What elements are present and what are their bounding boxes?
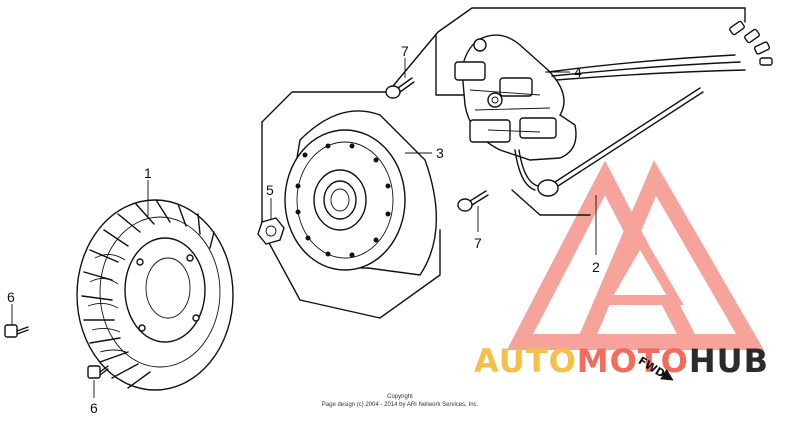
nut-5-part (257, 217, 285, 245)
arrow-right-icon (660, 369, 674, 381)
bolt-6-bottom-part (87, 365, 109, 379)
watermark-logo-icon (506, 160, 764, 350)
callout-6-left: 6 (7, 289, 15, 305)
callout-3: 3 (436, 145, 444, 161)
screw-7-top-part (385, 77, 415, 99)
assembly-frame (261, 7, 746, 319)
screw-7-right-part (457, 190, 489, 212)
copyright-line-2: Page design (c) 2004 - 2014 by ARI Netwo… (322, 402, 479, 408)
watermark-auto: AUTO (474, 342, 577, 380)
watermark-moto: MOTO (577, 342, 689, 380)
flywheel-rotor-part (284, 110, 437, 276)
bolt-6-left-part (4, 324, 29, 338)
callout-5: 5 (266, 182, 274, 198)
callout-2: 2 (592, 259, 600, 275)
stator-assembly-part (454, 20, 773, 161)
callout-7-right: 7 (474, 235, 482, 251)
callout-1: 1 (144, 165, 152, 181)
watermark-hub: HUB (689, 342, 769, 380)
callout-6-bottom: 6 (90, 400, 98, 416)
copyright-line-1: Copyright (387, 394, 413, 400)
cooling-fan-part (76, 199, 234, 391)
watermark-text: AUTOMOTOHUB (474, 342, 769, 380)
callout-4: 4 (574, 64, 582, 80)
pulser-coil-part (514, 87, 704, 197)
callout-7-top: 7 (401, 43, 409, 59)
leader-lines (11, 58, 597, 398)
